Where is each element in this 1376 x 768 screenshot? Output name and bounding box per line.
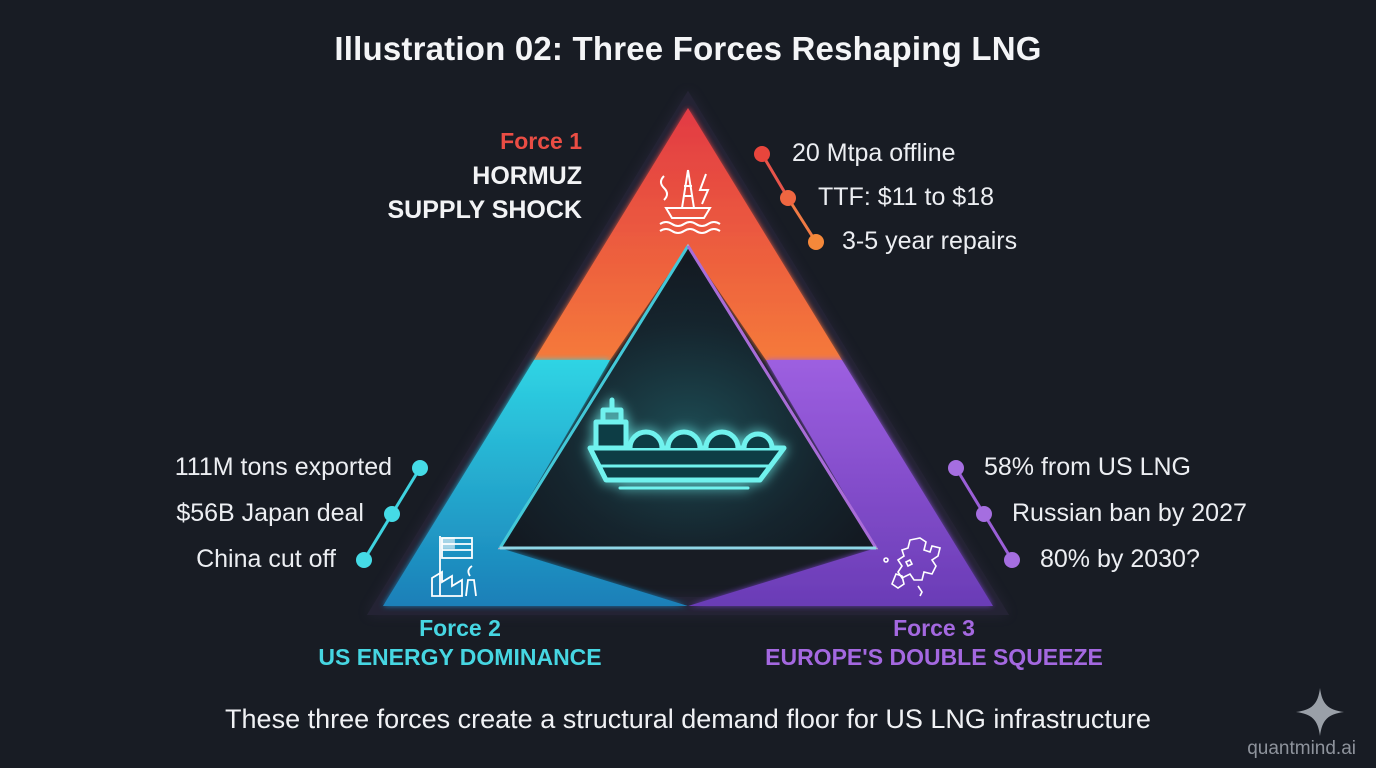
force2-label: Force 2 US ENERGY DOMINANCE: [260, 615, 660, 672]
force2-stat-dot-1: [412, 460, 428, 476]
force3-stat-dot-3: [1004, 552, 1020, 568]
force1-stat-2: TTF: $11 to $18: [818, 183, 995, 211]
page-title: Illustration 02: Three Forces Reshaping …: [334, 30, 1042, 67]
force1-stat-1: 20 Mtpa offline: [792, 139, 956, 167]
inner-edge-right: [686, 245, 878, 549]
force1-connectors: [754, 146, 824, 250]
force2-name: US ENERGY DOMINANCE: [318, 644, 602, 670]
force3-stat-1: 58% from US LNG: [984, 453, 1192, 481]
force2-stat-1: 111M tons exported: [174, 453, 392, 481]
force1-number: Force 1: [500, 128, 582, 154]
force3-name: EUROPE'S DOUBLE SQUEEZE: [765, 644, 1103, 670]
us-flag-factory-icon: [431, 536, 477, 597]
force2-stat-3: China cut off: [196, 545, 336, 573]
force1-name-line1: HORMUZ: [472, 162, 582, 190]
sparkle-icon: [1296, 688, 1344, 736]
force2-connectors: [356, 460, 428, 568]
force2-stat-2: $56B Japan deal: [176, 499, 364, 527]
force1-stat-dot-2: [780, 190, 796, 206]
oil-rig-ship-icon: [659, 169, 721, 234]
force3-number: Force 3: [893, 615, 975, 641]
force1-segment: [534, 108, 842, 360]
force3-stat-3: 80% by 2030?: [1040, 545, 1200, 573]
force1-label: Force 1 HORMUZ SUPPLY SHOCK: [387, 128, 582, 227]
force3-stat-dot-1: [948, 460, 964, 476]
force1-stat-3: 3-5 year repairs: [842, 227, 1018, 255]
lng-tanker-ship-icon: [587, 397, 787, 490]
brand-watermark: quantmind.ai: [1247, 738, 1356, 759]
caption: These three forces create a structural d…: [225, 704, 1151, 734]
force2-number: Force 2: [419, 615, 501, 641]
force1-stat-dot-3: [808, 234, 824, 250]
force2-stat-dot-2: [384, 506, 400, 522]
force3-connectors: [948, 460, 1020, 568]
force2-stat-dot-3: [356, 552, 372, 568]
force3-segment: [688, 360, 993, 606]
force1-stat-dot-1: [754, 146, 770, 162]
force3-stat-dot-2: [976, 506, 992, 522]
force3-label: Force 3 EUROPE'S DOUBLE SQUEEZE: [734, 615, 1134, 672]
inner-edge-left: [498, 245, 690, 549]
force1-name-line2: SUPPLY SHOCK: [387, 196, 582, 224]
europe-map-icon: [883, 537, 941, 597]
force3-stat-2: Russian ban by 2027: [1012, 499, 1247, 527]
